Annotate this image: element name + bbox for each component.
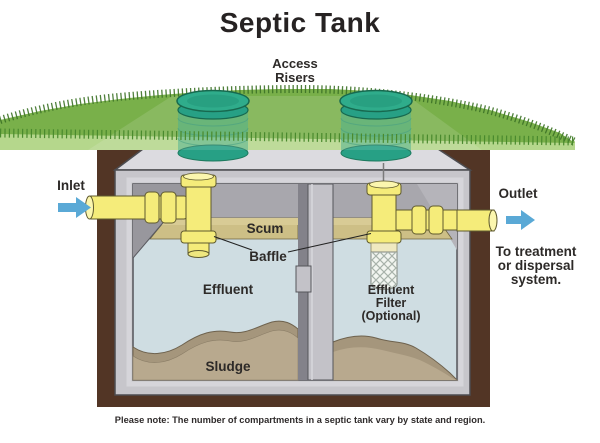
scum-perspective-edge bbox=[132, 217, 168, 259]
effluent-label: Effluent bbox=[203, 282, 254, 297]
scum-label: Scum bbox=[247, 221, 284, 236]
sludge1-light bbox=[132, 329, 299, 381]
effluent-filter bbox=[370, 242, 398, 290]
divider-wall bbox=[295, 183, 334, 381]
filter-mesh-pattern bbox=[371, 252, 397, 290]
baffle-pointer-left bbox=[213, 235, 253, 251]
riser-base bbox=[177, 144, 249, 162]
sludge2-light bbox=[333, 347, 457, 380]
outlet-tee-opening bbox=[369, 180, 399, 189]
riser-lid-center bbox=[187, 94, 239, 108]
riser-base bbox=[340, 144, 412, 162]
outlet-label: Outlet bbox=[499, 186, 539, 201]
effluent-filter-label-line2: Filter bbox=[376, 296, 407, 310]
inlet-pipe-coupling bbox=[144, 191, 160, 224]
footer-note: Please note: The number of compartments … bbox=[115, 415, 485, 425]
inlet-tee-opening bbox=[183, 172, 214, 181]
outlet-tee-body bbox=[371, 192, 397, 234]
inlet-baffle-tee-body bbox=[185, 183, 212, 235]
baffle-label: Baffle bbox=[249, 249, 287, 264]
inlet-tee-stub-end bbox=[187, 250, 210, 258]
sludge-layer bbox=[132, 320, 459, 381]
inlet-pipe-coupling bbox=[160, 191, 177, 224]
baffle-pointer-right bbox=[287, 232, 372, 253]
tank-inner-bevel bbox=[126, 177, 464, 387]
inlet-pipe bbox=[85, 172, 217, 258]
filter-collar bbox=[370, 242, 398, 253]
inlet-tee-bottom-flange bbox=[180, 230, 217, 244]
baffle-pointer-lines bbox=[213, 232, 372, 253]
inlet-arrow-icon bbox=[58, 197, 91, 218]
riser-right-lid bbox=[339, 89, 413, 120]
outlet-tee-bottom-flange bbox=[366, 230, 402, 244]
riser-left-lid bbox=[176, 89, 250, 120]
inlet-label: Inlet bbox=[57, 178, 85, 193]
outlet-pipe bbox=[366, 180, 498, 244]
outlet-destination-line1: To treatment bbox=[496, 244, 577, 259]
outlet-destination-line3: system. bbox=[511, 272, 561, 287]
outlet-pipe-coupling bbox=[411, 205, 427, 235]
divider-transfer-slot bbox=[295, 265, 312, 293]
outlet-arrow-icon bbox=[506, 210, 535, 230]
tank-top-face bbox=[112, 148, 473, 171]
outlet-exit-pipe bbox=[456, 209, 495, 232]
outlet-destination-line2: or dispersal bbox=[498, 258, 575, 273]
access-risers-label-line1: Access bbox=[272, 56, 318, 71]
outlet-pipe-end-cap bbox=[488, 209, 498, 232]
outlet-pipe-coupling bbox=[428, 205, 444, 235]
page-title: Septic Tank bbox=[220, 7, 381, 38]
grass bbox=[0, 84, 577, 162]
riser-lid-center bbox=[350, 94, 402, 108]
grass-blade-fringe-top bbox=[0, 84, 577, 146]
effluent-filter-label-line1: Effluent bbox=[368, 283, 415, 297]
effluent-filter-label-line3: (Optional) bbox=[361, 309, 420, 323]
grass-light-band bbox=[0, 133, 575, 150]
access-risers-label-line2: Risers bbox=[275, 70, 315, 85]
sludge-label: Sludge bbox=[205, 359, 250, 374]
